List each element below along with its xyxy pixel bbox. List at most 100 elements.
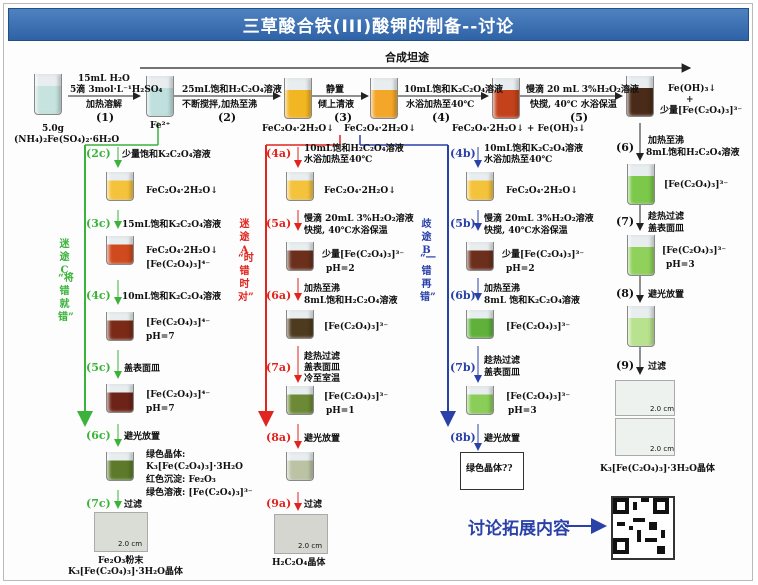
step2-line2: 不断搅拌,加热至沸	[182, 100, 258, 110]
step2-number: (2)	[218, 111, 237, 124]
step6a-line1: 加热至沸	[304, 284, 341, 294]
step6c-number: (6c)	[86, 429, 111, 442]
beaker-start	[34, 74, 62, 115]
step3c-product1: FeC₂O₄·2H₂O↓	[146, 246, 218, 256]
route-title: 合成坦途	[385, 51, 429, 64]
step7-number: (7)	[616, 215, 635, 228]
qr-code-icon[interactable]	[611, 496, 675, 560]
beaker-5c	[106, 384, 134, 413]
step7b-ph: pH=3	[508, 406, 537, 416]
step5b-ph: pH=2	[506, 264, 535, 274]
beaker-8	[627, 306, 655, 347]
step5a-product: 少量[Fe(C₂O₄)₃]³⁻	[322, 250, 405, 260]
fe2-label: Fe²⁺	[150, 121, 171, 131]
beaker-7	[627, 235, 655, 276]
step6-number: (6)	[616, 141, 635, 154]
step4b-line2: 水浴加热至40℃	[484, 155, 553, 165]
step5c-product: [Fe(C₂O₄)₃]⁴⁻	[146, 390, 211, 400]
step5a-number: (5a)	[266, 217, 292, 230]
step6c-product2: K₃[Fe(C₂O₄)₃]·3H₂O	[146, 462, 243, 472]
step4c-line: 10mL饱和K₂C₂O₄溶液	[122, 292, 222, 302]
step3c-line: 15mL饱和K₂C₂O₄溶液	[122, 220, 222, 230]
step7a-line2: 盖表面皿	[304, 363, 341, 373]
step8a-number: (8a)	[266, 431, 292, 444]
step1-line2: 5滴 3mol·L⁻¹H₂SO₄	[70, 85, 163, 95]
route-c-subtitle: “将错就错”	[58, 273, 74, 323]
step7b-line2: 盖表面皿	[484, 368, 521, 378]
step7c-line: 过滤	[124, 500, 143, 510]
step7b-product: [Fe(C₂O₄)₃]³⁻	[506, 392, 571, 402]
step5-line1: 慢滴 20 mL 3%H₂O₂溶液	[526, 85, 639, 95]
step3-product: FeC₂O₄·2H₂O↓	[344, 124, 416, 134]
crystal-photo-2	[615, 418, 675, 456]
step4a-number: (4a)	[266, 147, 292, 160]
step5b-line1: 慢滴 20mL 3%H₂O₂溶液	[484, 214, 594, 224]
step6c-product1: 绿色晶体:	[146, 450, 186, 460]
step6-product: [Fe(C₂O₄)₃]³⁻	[664, 180, 729, 190]
step8-line: 避光放置	[648, 290, 685, 300]
step7-ph: pH=3	[666, 260, 695, 270]
beaker-2c	[106, 172, 134, 201]
step6c-line: 避光放置	[124, 432, 161, 442]
step4-product: FeC₂O₄·2H₂O↓ + Fe(OH)₃↓	[452, 124, 586, 134]
beaker-7b	[466, 386, 494, 415]
step5c-line: 盖表面皿	[124, 364, 161, 374]
step6-line2: 8mL饱和H₂C₂O₄溶液	[646, 148, 740, 158]
route-a-title: 迷途A	[239, 219, 250, 256]
step6a-line2: 8mL饱和H₂C₂O₄溶液	[304, 296, 398, 306]
step1-line1: 15mL H₂O	[78, 74, 130, 84]
start-mass: 5.0g	[42, 124, 64, 134]
step7a-product: [Fe(C₂O₄)₃]³⁻	[324, 392, 389, 402]
step3-line1: 静置	[326, 85, 345, 95]
extension-label[interactable]: 讨论拓展内容	[468, 519, 570, 539]
beaker-4c	[106, 312, 134, 341]
step2c-number: (2c)	[86, 147, 111, 160]
beaker-4a	[286, 172, 314, 201]
step4c-number: (4c)	[86, 289, 111, 302]
step4c-product: [Fe(C₂O₄)₃]⁴⁻	[146, 318, 211, 328]
scale-label-1: 2.0 cm	[650, 405, 675, 413]
step7a-ph: pH=1	[326, 406, 355, 416]
step4a-line2: 水浴加热至40℃	[304, 155, 373, 165]
scale-label-2: 2.0 cm	[650, 445, 675, 453]
route-b-title: 歧途B	[421, 219, 432, 256]
step7a-line1: 趁热过滤	[304, 352, 341, 362]
step1-line3: 加热溶解	[86, 100, 123, 110]
step4b-line1: 10mL饱和K₂C₂O₄溶液	[484, 144, 584, 154]
step7a-number: (7a)	[266, 361, 292, 374]
beaker-6c	[106, 452, 134, 481]
beaker-3	[370, 78, 398, 119]
beaker-3c	[106, 236, 134, 265]
beaker-5a	[286, 242, 314, 271]
step7b-line1: 趁热过滤	[484, 356, 521, 366]
step8-number: (8)	[616, 287, 635, 300]
step5a-ph: pH=2	[326, 264, 355, 274]
step7-product: [Fe(C₂O₄)₃]³⁻	[662, 246, 727, 256]
step6b-product: [Fe(C₂O₄)₃]³⁻	[506, 322, 571, 332]
step5b-number: (5b)	[450, 217, 476, 230]
step7c-number: (7c)	[86, 497, 111, 510]
step1-number: (1)	[96, 111, 115, 124]
route-c-photo	[94, 512, 148, 552]
crystal-photo-1	[615, 380, 675, 416]
step5-product2: 少量[Fe(C₂O₄)₃]³⁻	[660, 106, 743, 116]
step7b-number: (7b)	[450, 361, 476, 374]
route-c-title: 迷途C	[59, 239, 70, 276]
step4-number: (4)	[432, 111, 451, 124]
route-a-photo	[274, 514, 328, 554]
step5-product1: Fe(OH)₃↓	[668, 84, 716, 94]
right-final-product: K₃[Fe(C₂O₄)₃]·3H₂O晶体	[600, 464, 715, 474]
beaker-8a	[286, 452, 314, 481]
step5-plus: +	[686, 95, 694, 105]
beaker-4	[492, 78, 520, 119]
route-a-subtitle: “时错时对”	[238, 253, 254, 303]
step4a-product: FeC₂O₄·2H₂O↓	[324, 186, 396, 196]
step6b-line1: 加热至沸	[484, 284, 521, 294]
beaker-6b	[466, 310, 494, 339]
step5a-line1: 慢滴 20mL 3%H₂O₂溶液	[304, 214, 414, 224]
step4b-number: (4b)	[450, 147, 476, 160]
step9-number: (9)	[616, 359, 635, 372]
step6a-product: [Fe(C₂O₄)₃]³⁻	[324, 322, 389, 332]
step2-product: FeC₂O₄·2H₂O↓	[262, 124, 334, 134]
